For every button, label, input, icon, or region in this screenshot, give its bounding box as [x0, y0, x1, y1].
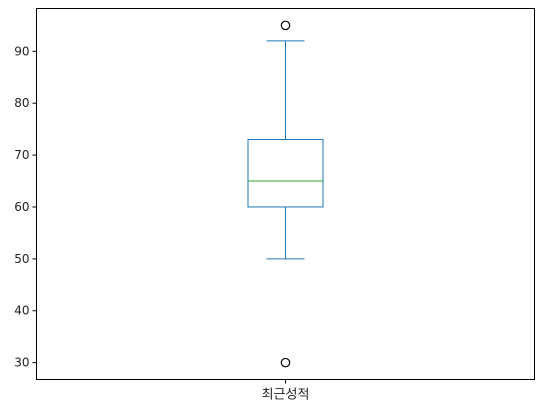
y-tick-label: 90	[14, 44, 29, 58]
y-tick-label: 60	[14, 200, 29, 214]
x-categories: 최근성적	[262, 379, 310, 403]
y-tick-label: 40	[14, 304, 29, 318]
x-category-label: 최근성적	[262, 388, 310, 403]
y-ticks: 30 40 50 60 70 80 90	[14, 44, 37, 370]
iqr-box	[247, 139, 324, 208]
outlier-point	[280, 357, 291, 368]
y-tick-label: 50	[14, 252, 29, 266]
y-tick-label: 30	[14, 356, 29, 370]
outlier-point	[280, 20, 291, 31]
y-tick-label: 70	[14, 148, 29, 162]
y-tick-label: 80	[14, 96, 29, 110]
box-plot	[247, 20, 324, 368]
